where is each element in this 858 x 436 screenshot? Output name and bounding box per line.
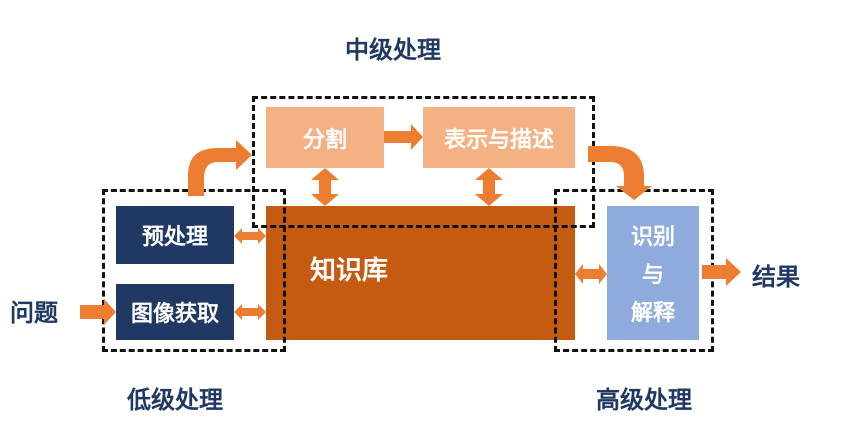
output-result-label: 结果 (752, 263, 800, 291)
arrow-segmentation-to-representation (384, 124, 423, 150)
image-acquisition-label: 图像获取 (130, 302, 219, 327)
preprocess-label: 预处理 (141, 225, 208, 250)
mid-level-processing-label: 中级处理 (345, 36, 441, 64)
arrow-knowledgebase-recognition (575, 264, 607, 284)
recognition-label-line3: 解释 (630, 301, 675, 326)
knowledge-base-label: 知识库 (310, 255, 389, 286)
recognition-label-line1: 识别 (630, 225, 675, 250)
arrow-acquisition-knowledgebase (234, 304, 266, 320)
segmentation-box: 分割 (266, 107, 384, 168)
recognition-label-line2: 与 (641, 263, 664, 288)
representation-description-box: 表示与描述 (423, 107, 575, 168)
arrow-recognition-to-result (702, 258, 741, 286)
input-problem-label: 问题 (10, 299, 58, 327)
arrow-problem-to-acquisition (80, 299, 116, 325)
segmentation-label: 分割 (302, 127, 347, 153)
recognition-interpretation-box: 识别 与 解释 (607, 206, 699, 340)
arrow-preprocess-knowledgebase (234, 228, 266, 244)
low-level-processing-label: 低级处理 (127, 386, 223, 414)
image-acquisition-box: 图像获取 (116, 284, 234, 340)
arrow-representation-to-recognition (588, 146, 652, 200)
arrow-segmentation-knowledgebase (311, 168, 339, 206)
arrow-representation-knowledgebase (475, 168, 503, 206)
preprocess-box: 预处理 (116, 206, 234, 264)
knowledge-base-box: 知识库 (266, 206, 575, 340)
high-level-processing-label: 高级处理 (596, 386, 692, 414)
arrow-preprocess-to-segmentation (188, 140, 252, 196)
representation-description-label: 表示与描述 (443, 127, 554, 153)
